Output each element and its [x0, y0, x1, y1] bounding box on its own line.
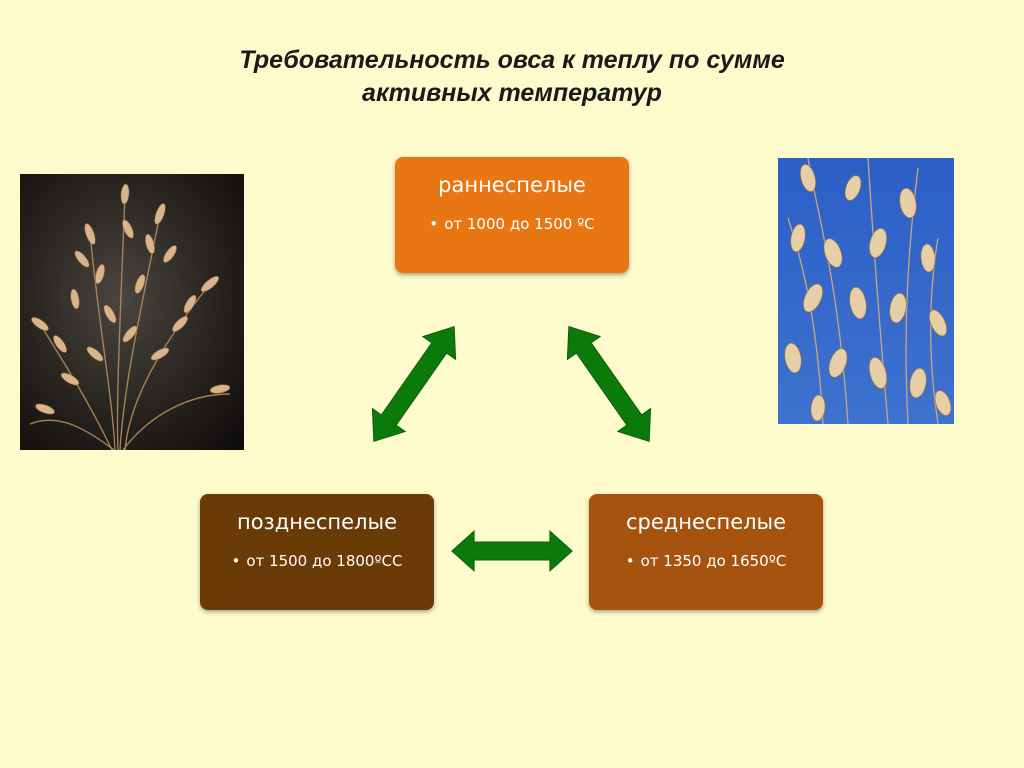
bullet-icon: •	[429, 215, 439, 233]
oat-panicle-sky-photo	[778, 158, 954, 424]
double-arrow-right-icon	[551, 314, 667, 454]
mid-maturing-box: среднеспелые • от 1350 до 1650ºС	[589, 494, 823, 610]
bullet-icon: •	[231, 552, 241, 570]
late-maturing-label: позднеспелые	[236, 510, 398, 534]
early-maturing-label: раннеспелые	[438, 173, 586, 197]
double-arrow-left-icon	[356, 314, 472, 454]
early-maturing-box: раннеспелые • от 1000 до 1500 ºС	[395, 157, 629, 273]
mid-maturing-range-text: от 1350 до 1650ºС	[640, 552, 787, 570]
late-maturing-range-text: от 1500 до 1800ºСС	[246, 552, 403, 570]
title-line-2: активных температур	[362, 79, 662, 107]
late-maturing-box: позднеспелые • от 1500 до 1800ºСС	[200, 494, 434, 610]
slide-title: Требовательность овса к теплу по сумме а…	[112, 44, 912, 110]
double-arrow-bottom-icon	[451, 530, 573, 572]
mid-maturing-range: • от 1350 до 1650ºС	[589, 552, 823, 570]
early-maturing-range-text: от 1000 до 1500 ºС	[444, 215, 595, 233]
early-maturing-range: • от 1000 до 1500 ºС	[395, 215, 629, 233]
dried-oat-panicle-photo	[20, 174, 244, 450]
title-line-1: Требовательность овса к теплу по сумме	[239, 46, 785, 74]
late-maturing-range: • от 1500 до 1800ºСС	[200, 552, 434, 570]
mid-maturing-label: среднеспелые	[625, 510, 787, 534]
bullet-icon: •	[625, 552, 635, 570]
